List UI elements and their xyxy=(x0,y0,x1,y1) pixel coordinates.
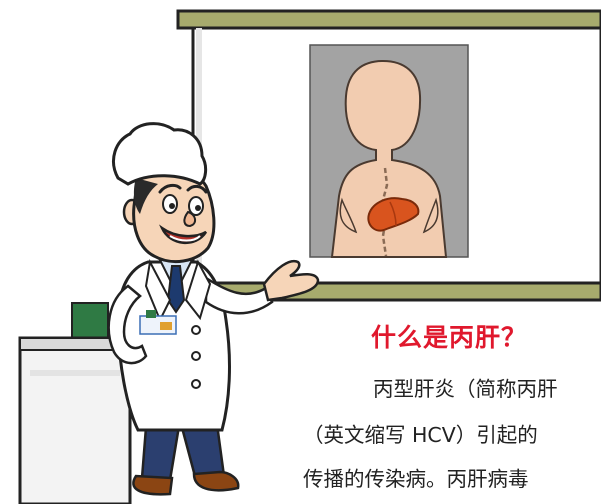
tie xyxy=(166,265,186,314)
heading-what-is-hepatitis-c: 什么是丙肝？ xyxy=(371,323,528,352)
chef-hat-icon xyxy=(112,122,208,186)
liver-icon xyxy=(367,197,420,232)
body-text-line-3: 传播的传染病。丙肝病毒 xyxy=(303,467,529,491)
body-text-line-2: （英文缩写 HCV）引起的 xyxy=(303,423,538,447)
side-table-icon xyxy=(18,302,132,504)
board-top-rail xyxy=(176,9,601,30)
body-text-line-1: 丙型肝炎（简称丙肝 xyxy=(373,377,558,401)
doctor-illustration xyxy=(107,122,320,496)
body-silhouette xyxy=(330,59,448,258)
